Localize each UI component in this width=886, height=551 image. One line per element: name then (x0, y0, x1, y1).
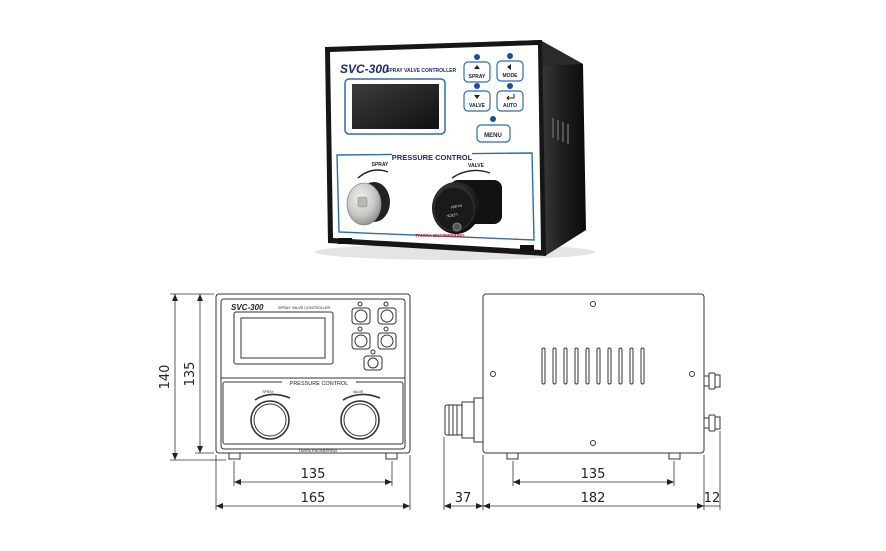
front-outline (215, 293, 411, 454)
front-subtitle: SPRAY VALVE CONTROLLER (278, 306, 331, 310)
front-model-name: SVC-300 (231, 303, 264, 312)
knob-push-label: PUSH (450, 203, 462, 210)
dim-front-height-outer: 140 (158, 365, 173, 390)
subtitle: SPRAY VALVE CONTROLLER (386, 68, 456, 74)
front-valve-label: VALVE (353, 390, 364, 394)
case-vents (552, 118, 569, 144)
led-menu (490, 116, 496, 122)
front-spray-label: SPRAY (262, 390, 274, 394)
spray-button[interactable]: SPRAY (463, 61, 491, 83)
maker-logo: TAKIRA ENGINEERING (415, 233, 465, 238)
model-name: SVC-300 (340, 62, 389, 76)
spray-knob-label: SPRAY (372, 162, 389, 168)
led-spray (474, 54, 480, 60)
mode-button[interactable]: MODE (496, 60, 524, 82)
auto-button[interactable]: AUTO (496, 90, 524, 112)
arrow-down-icon (474, 95, 480, 99)
side-outline (482, 293, 705, 454)
svg-text:AUTO: AUTO (503, 103, 517, 109)
led-valve (474, 83, 480, 89)
front-pressure-label: PRESSURE CONTROL (290, 381, 349, 387)
dim-side-knob-depth: 37 (455, 491, 472, 506)
dim-side-fitting-depth: 12 (704, 491, 721, 506)
spray-knob[interactable] (346, 182, 390, 226)
valve-knob-label: VALVE (468, 163, 485, 169)
case-side (540, 40, 586, 256)
svg-text:MODE: MODE (503, 73, 519, 79)
dim-front-width-inner: 135 (301, 467, 326, 482)
menu-button[interactable]: MENU (476, 124, 511, 143)
pressure-control-label: PRESSURE CONTROL (392, 153, 473, 162)
side-view-drawing (444, 293, 721, 460)
dim-side-feet-span: 135 (581, 467, 606, 482)
led-mode (507, 53, 513, 59)
dim-front-height-inner: 135 (183, 362, 198, 387)
valve-regulator-knob[interactable]: PUSH LOCK (432, 180, 502, 234)
front-view-drawing (215, 293, 411, 460)
knob-lock-label: LOCK (446, 212, 458, 219)
lcd-screen (352, 84, 439, 129)
dim-side-body-depth: 182 (581, 491, 606, 506)
svg-text:VALVE: VALVE (469, 103, 486, 109)
dim-front-width-outer: 165 (301, 491, 326, 506)
enter-icon (506, 94, 515, 101)
front-maker-label: TAKIRA ENGINEERING (299, 449, 338, 453)
led-auto (507, 83, 513, 89)
dimension-lines (170, 293, 721, 510)
product-photo: SVC-300 SPRAY VALVE CONTROLLER SPRAY MOD… (315, 40, 595, 260)
valve-button[interactable]: VALVE (463, 90, 491, 112)
svg-text:MENU: MENU (484, 133, 502, 139)
svg-text:SPRAY: SPRAY (469, 74, 486, 80)
arrow-left-icon (507, 64, 511, 70)
arrow-up-icon (474, 65, 480, 69)
